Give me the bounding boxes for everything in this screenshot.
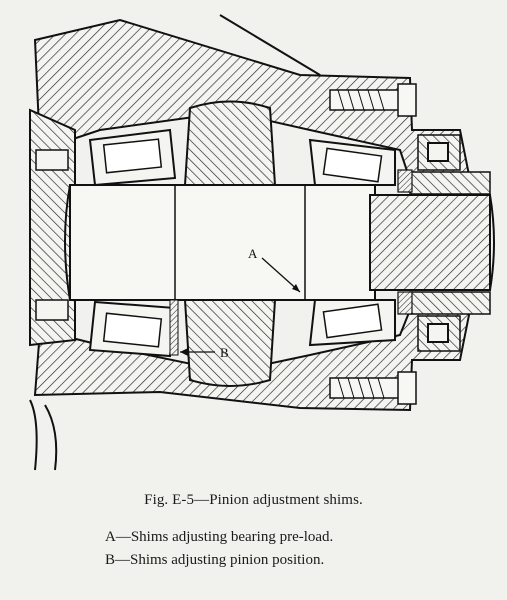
shims-a: [397, 169, 413, 315]
shims-b: [169, 299, 179, 356]
cap-screw-lower: [329, 371, 417, 405]
front-bearing-upper: [308, 138, 396, 186]
oil-seal: [417, 134, 461, 352]
rear-bearing-upper: [88, 128, 177, 187]
legend-item-a: A—Shims adjusting bearing pre-load.: [105, 529, 334, 545]
ring-gear-section: [29, 108, 76, 347]
spacer-housing: [183, 100, 277, 387]
callout-a-label: A: [248, 246, 258, 261]
callout-b-label: B: [220, 345, 229, 360]
companion-flange: [369, 171, 495, 315]
pinion-assembly-drawing: A B: [29, 14, 495, 471]
legend: A—Shims adjusting bearing pre-load. B—Sh…: [105, 526, 333, 572]
legend-item-b: B—Shims adjusting pinion position.: [105, 552, 325, 568]
figure-caption: Fig. E-5—Pinion adjustment shims.: [144, 492, 363, 508]
leader-b: [180, 348, 215, 356]
front-bearing-lower: [308, 299, 396, 347]
pinion-shaft: [64, 184, 376, 301]
rear-bearing-lower: [88, 300, 177, 358]
leader-a: [261, 257, 301, 293]
cap-screw-upper: [329, 83, 417, 117]
